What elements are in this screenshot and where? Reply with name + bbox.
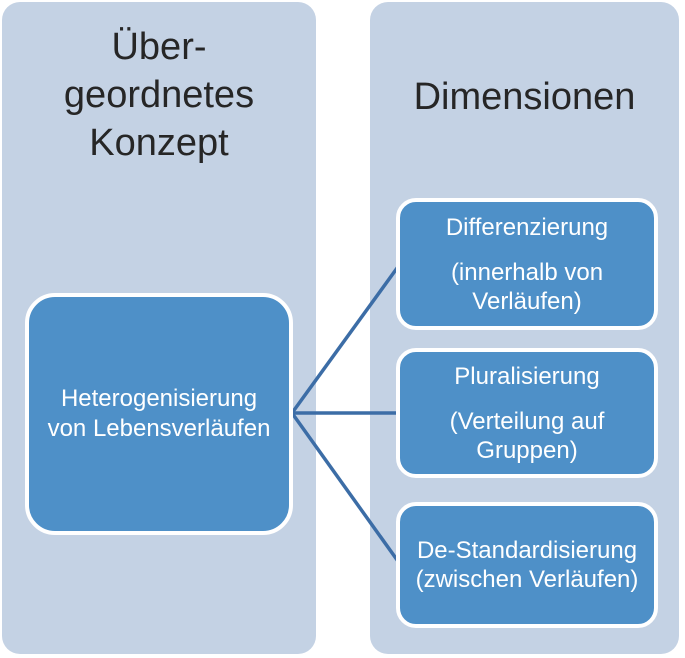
dimension-box-subtitle: (innerhalb von Verläufen) (451, 258, 603, 316)
panel-dimensionen: Dimensionen Differenzierung (innerhalb v… (370, 2, 679, 654)
left-panel-title-line: Konzept (89, 122, 229, 164)
left-panel-title-line: geordnetes (63, 74, 255, 116)
right-panel-title: Dimensionen (413, 76, 636, 118)
box-heterogenisierung: Heterogenisierung von Lebensverläufen (25, 293, 293, 535)
concept-box-label: Heterogenisierung von Lebensverläufen (48, 384, 271, 444)
dimension-box-subtitle-line: (zwischen Verläufen) (415, 566, 639, 593)
connector-line-bottom (290, 411, 402, 566)
dimension-box-subtitle: (Verteilung auf Gruppen) (450, 407, 605, 465)
panel-uebergeordnetes-konzept: Über- geordnetes Konzept Heterogenisieru… (2, 2, 316, 654)
dimension-box-subtitle-line: Gruppen) (476, 436, 578, 464)
box-pluralisierung: Pluralisierung (Verteilung auf Gruppen) (396, 348, 658, 478)
dimension-box-subtitle: (zwischen Verläufen) (416, 565, 639, 594)
connector-line-top (290, 262, 402, 415)
dimension-box-subtitle-line: (innerhalb von (450, 258, 604, 286)
dimension-box-title: Pluralisierung (454, 362, 600, 390)
dimension-box-subtitle-line: Verläufen) (472, 287, 582, 315)
dimension-box-subtitle-line: (Verteilung auf (449, 407, 605, 435)
left-panel-title: Über- geordnetes Konzept (2, 23, 316, 167)
concept-box-label-line: von Lebensverläufen (47, 415, 271, 442)
left-panel-title-line: Über- (111, 26, 207, 68)
box-differenzierung: Differenzierung (innerhalb von Verläufen… (396, 198, 658, 330)
dimension-box-title: Differenzierung (445, 213, 609, 241)
box-de-standardisierung: De-Standardisierung (zwischen Verläufen) (396, 502, 658, 628)
dimension-box-title: De-Standardisierung (416, 537, 638, 564)
concept-box-label-line: Heterogenisierung (60, 385, 258, 412)
